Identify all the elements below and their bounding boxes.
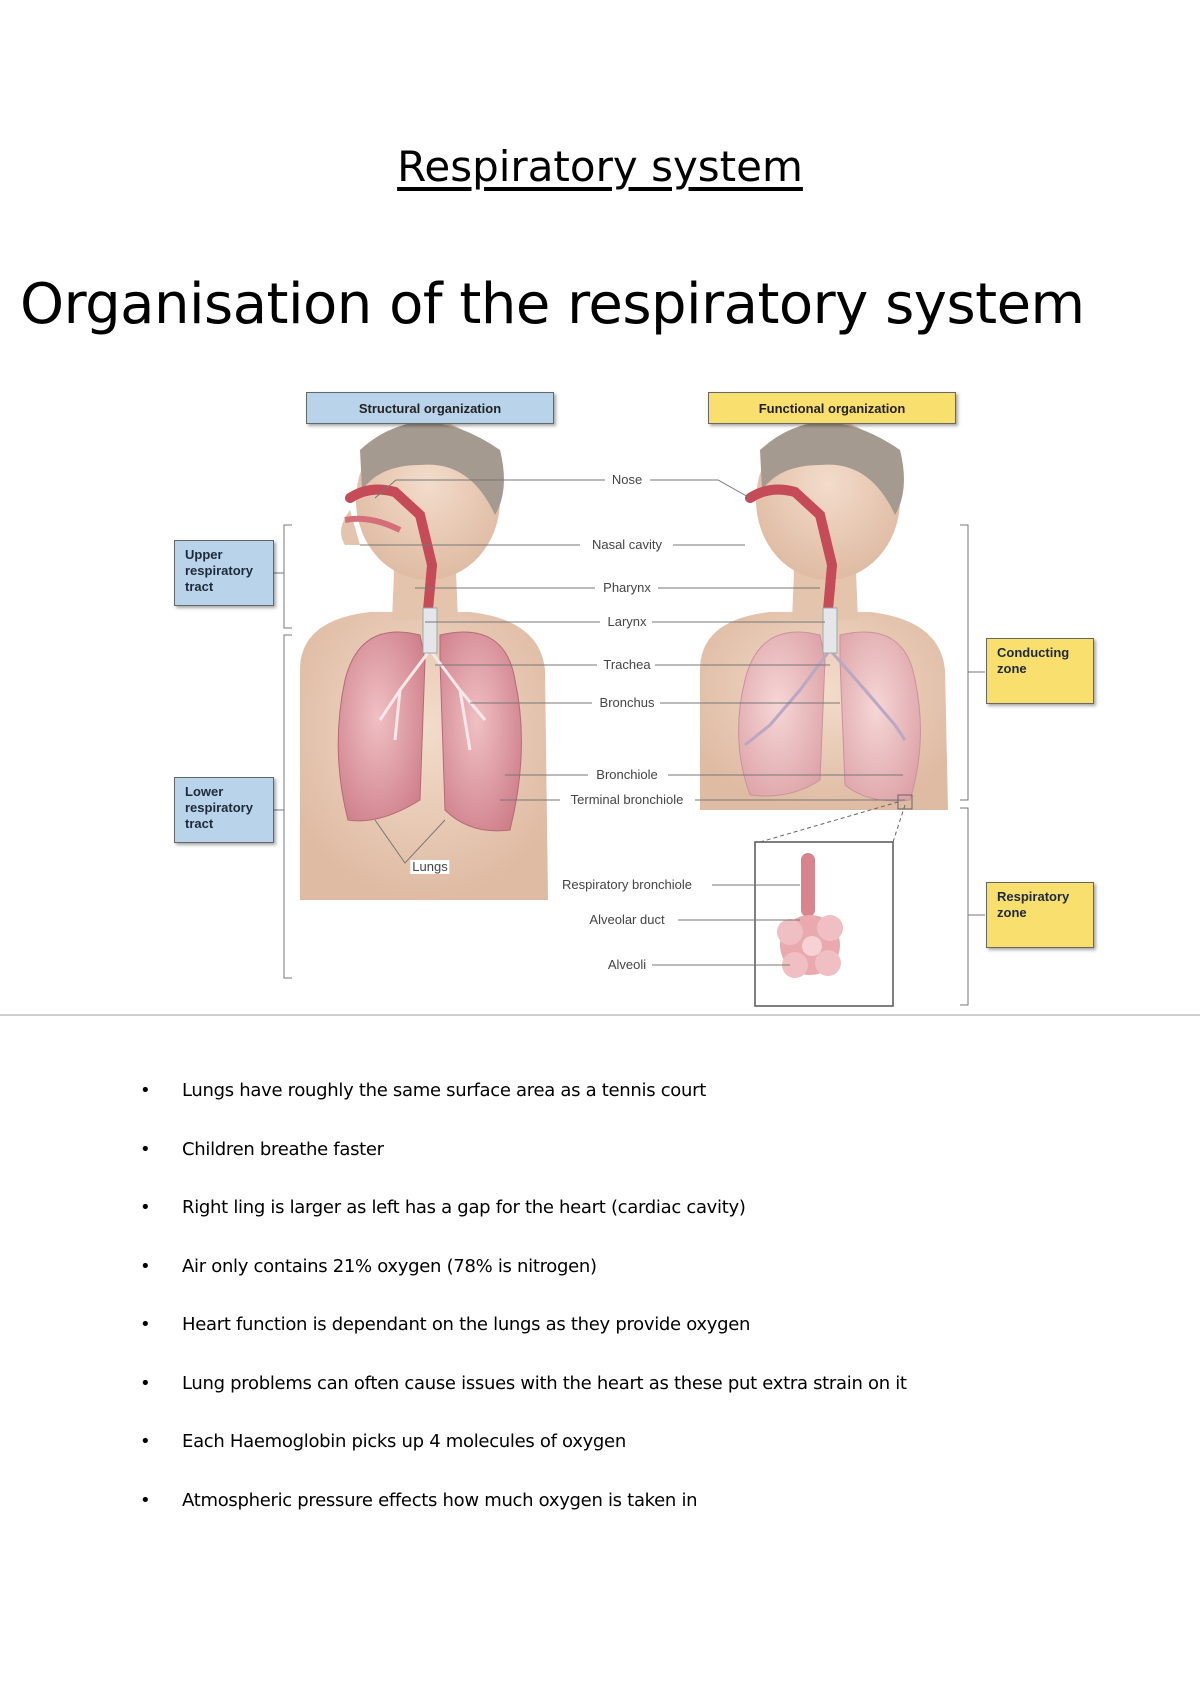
alveoli-inset (754, 794, 913, 1007)
label-larynx: Larynx (605, 614, 649, 629)
bullet-icon: • (140, 1431, 151, 1452)
bullet-icon: • (140, 1197, 151, 1218)
fact-item: • Each Haemoglobin picks up 4 molecules o… (140, 1431, 1140, 1490)
facts-list: • Lungs have roughly the same surface are… (140, 1080, 1140, 1548)
functional-organization-header: Functional organization (708, 392, 956, 424)
fact-text: Lungs have roughly the same surface area… (182, 1080, 706, 1101)
left-airway (344, 484, 438, 654)
fact-text: Children breathe faster (182, 1138, 384, 1160)
left-lungs (337, 631, 522, 832)
upper-respiratory-tract-box: Upper respiratory tract (174, 540, 274, 606)
label-nasal-cavity: Nasal cavity (589, 537, 665, 552)
respiratory-diagram: Structural organization Functional organ… (0, 380, 1200, 1020)
bullet-icon: • (140, 1489, 151, 1511)
conducting-zone-box: Conducting zone (986, 638, 1094, 704)
fact-text: Lung problems can often cause issues wit… (182, 1372, 907, 1394)
lower-respiratory-tract-box: Lower respiratory tract (174, 777, 274, 843)
bullet-icon: • (140, 1138, 151, 1160)
slide-divider (0, 1014, 1200, 1016)
fact-item: • Lung problems can often cause issues wi… (140, 1373, 1140, 1432)
bullet-icon: • (140, 1314, 151, 1335)
fact-item: • Children breathe faster (140, 1139, 1140, 1198)
fact-item: • Atmospheric pressure effects how much o… (140, 1490, 1140, 1549)
fact-text: Atmospheric pressure effects how much ox… (182, 1489, 698, 1511)
label-alveoli: Alveoli (605, 957, 649, 972)
label-alveolar-duct: Alveolar duct (587, 912, 667, 927)
label-nose: Nose (609, 472, 645, 487)
fact-item: • Right ling is larger as left has a gap … (140, 1197, 1140, 1256)
slide-title: Organisation of the respiratory system (20, 272, 1085, 337)
bullet-icon: • (140, 1080, 151, 1101)
respiratory-zone-box: Respiratory zone (986, 882, 1094, 948)
structural-organization-header: Structural organization (306, 392, 554, 424)
bullet-icon: • (140, 1255, 151, 1277)
page-title: Respiratory system (397, 142, 803, 191)
leader-lines (272, 479, 985, 1006)
right-lungs (738, 631, 921, 802)
fact-text: Heart function is dependant on the lungs… (182, 1314, 751, 1335)
label-trachea: Trachea (601, 657, 653, 672)
label-respiratory-bronchiole: Respiratory bronchiole (559, 877, 695, 892)
label-lungs: Lungs (410, 859, 450, 874)
fact-text: Each Haemoglobin picks up 4 molecules of… (182, 1431, 626, 1452)
diagram-illustration (272, 420, 985, 1007)
right-airway (745, 484, 838, 654)
label-bronchiole: Bronchiole (594, 767, 660, 782)
fact-item: • Air only contains 21% oxygen (78% is ni… (140, 1256, 1140, 1315)
bullet-icon: • (140, 1372, 151, 1394)
label-pharynx: Pharynx (601, 580, 653, 595)
label-bronchus: Bronchus (597, 695, 657, 710)
fact-text: Air only contains 21% oxygen (78% is nit… (182, 1255, 597, 1277)
label-terminal-bronchiole: Terminal bronchiole (568, 792, 686, 807)
fact-item: • Lungs have roughly the same surface are… (140, 1080, 1140, 1139)
fact-item: • Heart function is dependant on the lung… (140, 1314, 1140, 1373)
fact-text: Right ling is larger as left has a gap f… (182, 1197, 746, 1218)
